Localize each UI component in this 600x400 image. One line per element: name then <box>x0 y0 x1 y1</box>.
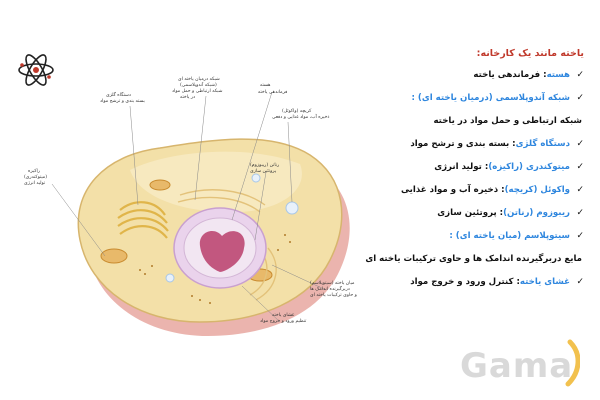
mitochondrion-shape <box>100 248 128 264</box>
svg-text:در یاخته: در یاخته <box>180 95 195 100</box>
cell-diagram: هسته فرماندهی یاخته شبکه درمیان یاخته ای… <box>10 60 370 360</box>
svg-text:غشای یاخته: غشای یاخته <box>272 313 295 318</box>
list-item-cytoplasm: ✓ سیتوپلاسم (میان یاخته ای) : <box>449 231 584 241</box>
svg-text:بسته بندی و ترشح مواد: بسته بندی و ترشح مواد <box>100 99 145 104</box>
vacuole-shape <box>285 201 299 215</box>
check-icon: ✓ <box>576 139 584 149</box>
list-item-golgi: ✓ دستگاه گلژی: بسته بندی و ترشح مواد <box>410 139 584 149</box>
list-item-membrane: ✓ غشای یاخته: کنترل ورود و خروج مواد <box>410 277 584 287</box>
panel-heading: یاخته مانند یک کارخانه: <box>476 48 584 59</box>
svg-text:راکیزه: راکیزه <box>28 168 40 174</box>
check-icon: ✓ <box>576 70 584 80</box>
label-nucleus: هسته <box>260 83 271 88</box>
svg-text:(شبکه آندوپلاسمی): (شبکه آندوپلاسمی) <box>180 82 217 88</box>
watermark-text: Gama <box>460 346 574 386</box>
check-icon: ✓ <box>576 208 584 218</box>
list-item-er: ✓ شبکه آندوپلاسمی (درمیان یاخته ای) : <box>411 93 585 103</box>
svg-text:(میتوکندری): (میتوکندری) <box>24 174 47 180</box>
svg-text:رناتن (ریبوزوم): رناتن (ریبوزوم) <box>250 162 279 168</box>
list-item-vacuole: ✓ واکوئل (کریچه): ذخیره آب و مواد غذایی <box>400 185 584 195</box>
svg-text:دستگاه گلژی: دستگاه گلژی <box>106 91 131 98</box>
check-icon: ✓ <box>576 162 584 172</box>
svg-text:پروتئین سازی: پروتئین سازی <box>250 169 277 174</box>
list-item-nucleus: ✓ هسته: فرماندهی یاخته <box>473 70 584 80</box>
svg-text:میان یاخته (سیتوپلاسم): میان یاخته (سیتوپلاسم) <box>310 280 355 286</box>
list-item-ribosome: ✓ ریبوزوم (رناتن): پروتئین سازی <box>437 208 584 218</box>
svg-text:دربرگیرنده اندامک ها: دربرگیرنده اندامک ها <box>310 285 350 292</box>
check-icon: ✓ <box>576 231 584 241</box>
golgi-shape <box>117 201 169 239</box>
list-item-cytoplasm-desc: مایع دربرگیرنده اندامک ها و حاوی ترکیبات… <box>365 254 582 264</box>
svg-text:تنظیم ورود و خروج مواد: تنظیم ورود و خروج مواد <box>260 319 307 324</box>
watermark-logo: Gama <box>420 338 580 388</box>
atom-icon <box>16 50 56 90</box>
svg-text:و حاوی ترکیبات یاخته ای: و حاوی ترکیبات یاخته ای <box>310 292 357 298</box>
check-icon: ✓ <box>576 93 584 103</box>
svg-text:شبکه درمیان یاخته ای: شبکه درمیان یاخته ای <box>178 76 220 82</box>
svg-text:ذخیره آب، مواد غذایی و دفعی: ذخیره آب، مواد غذایی و دفعی <box>272 114 329 120</box>
label-nucleus-sub: فرماندهی یاخته <box>258 90 287 95</box>
text-panel: یاخته مانند یک کارخانه: ✓ هسته: فرماندهی… <box>354 48 584 299</box>
svg-text:شبکه ارتباطی و حمل مواد: شبکه ارتباطی و حمل مواد <box>172 88 223 94</box>
list-item-er-desc: شبکه ارتباطی و حمل مواد در یاخته <box>433 116 582 126</box>
svg-text:کریچه (واکوئل): کریچه (واکوئل) <box>282 108 312 114</box>
check-icon: ✓ <box>576 277 584 287</box>
svg-text:تولید انرژی: تولید انرژی <box>24 181 46 186</box>
list-item-mitochondria: ✓ میتوکندری (راکیزه): تولید انرژی <box>434 162 584 172</box>
check-icon: ✓ <box>576 185 584 195</box>
